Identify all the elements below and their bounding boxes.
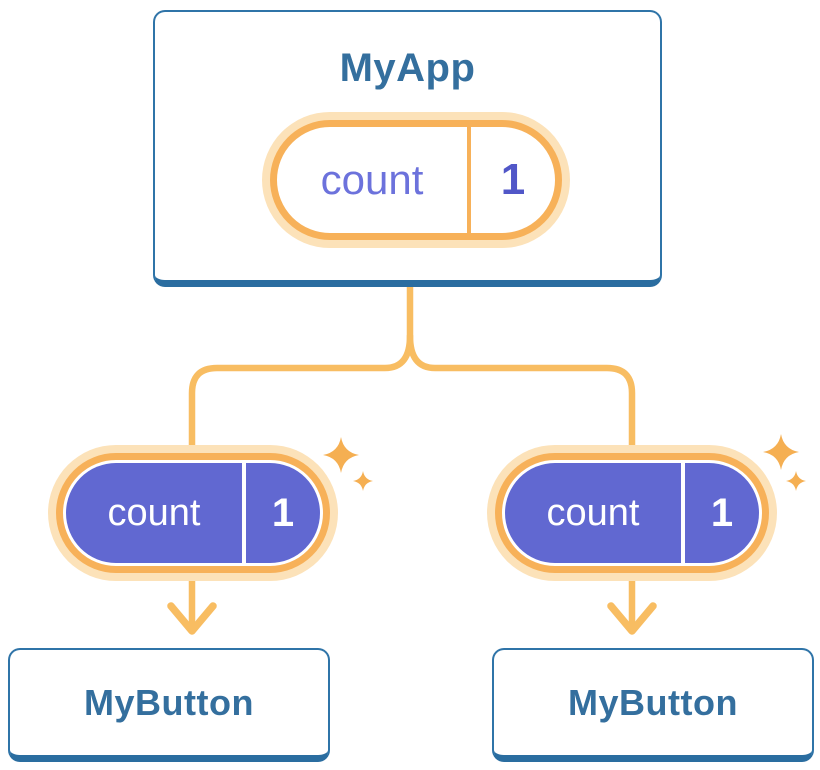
component-title: MyButton [568, 681, 738, 723]
state-pill-right-child: count 1 [487, 445, 777, 581]
state-value: 1 [500, 155, 526, 204]
state-pill-ring: count 1 [270, 120, 562, 240]
state-name: count [320, 156, 424, 203]
state-pill-ring: count 1 [56, 453, 330, 573]
state-name: count [546, 491, 640, 534]
pill-divider [681, 463, 685, 563]
component-title: MyButton [84, 681, 254, 723]
state-value: 1 [271, 490, 295, 535]
pill-divider [467, 127, 471, 233]
state-pill-ring: count 1 [495, 453, 769, 573]
arrow-right-head-icon [607, 602, 657, 635]
state-pill-left-child: count 1 [48, 445, 338, 581]
pill-divider [242, 463, 246, 563]
sparkle-icon [763, 434, 799, 470]
arrow-left-head-icon [167, 602, 217, 635]
sparkle-icon [786, 471, 806, 491]
state-name: count [107, 491, 201, 534]
state-pill-root: count 1 [262, 112, 570, 248]
component-card-mybutton-right: MyButton [492, 648, 814, 762]
component-card-mybutton-left: MyButton [8, 648, 330, 762]
sparkle-icon [323, 437, 359, 473]
component-title: MyApp [339, 46, 476, 90]
sparkle-icon [353, 471, 373, 491]
state-value: 1 [710, 490, 734, 535]
